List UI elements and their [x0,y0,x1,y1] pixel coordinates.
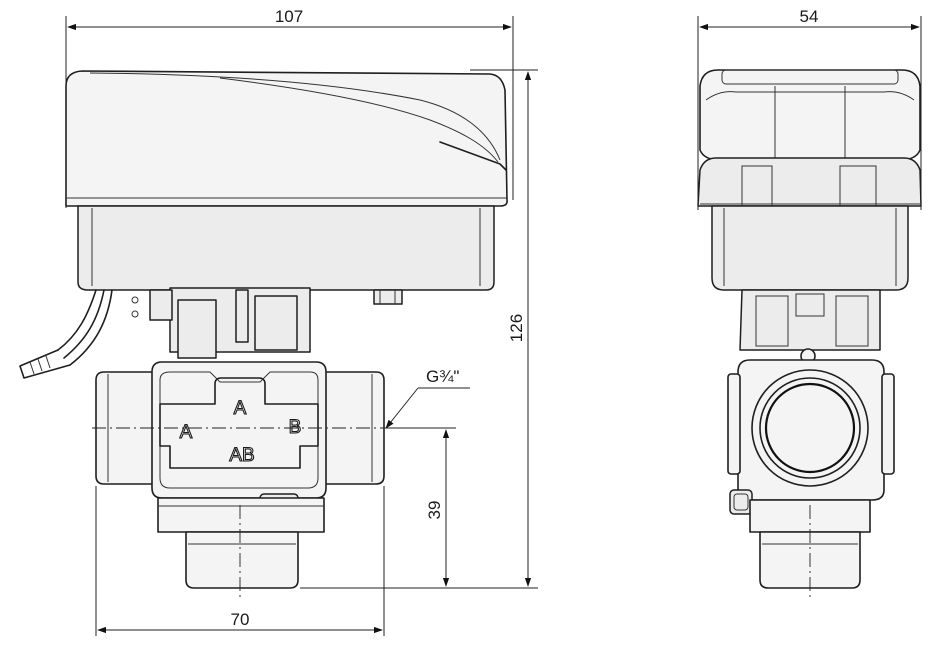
thread-label: G¾" [426,367,459,386]
port-ring-thread [759,377,861,479]
port-label-bottom: AB [229,445,254,466]
actuator-housing [77,205,495,291]
dimension-70: 70 [95,486,385,636]
port-label-top: A [234,398,247,419]
dim-label-70: 70 [231,610,250,629]
side-housing [711,205,909,291]
thread-callout: G¾" [385,367,470,429]
actuator-neck [131,287,403,359]
dimension-54: 54 [697,7,922,210]
power-cable [19,289,113,379]
front-view: 107 [19,7,538,636]
dim-label-54: 54 [800,7,819,26]
side-neck [739,289,881,364]
side-valve-body [727,359,895,600]
valve-body [151,361,327,589]
port-bore [764,382,856,474]
port-label-left: A [180,422,193,443]
side-skirt [697,157,922,207]
dimension-39: 39 [300,427,538,589]
side-cover [699,69,921,161]
side-view: 54 [697,7,922,600]
dimension-126: 126 [470,69,538,587]
dim-label-126: 126 [507,314,526,342]
dim-label-39: 39 [425,501,444,520]
actuator-cover [65,70,508,207]
dim-label-107: 107 [275,7,303,26]
port-ring-outer [751,369,869,487]
port-label-right: B [289,417,302,438]
pipe-right [324,371,385,485]
